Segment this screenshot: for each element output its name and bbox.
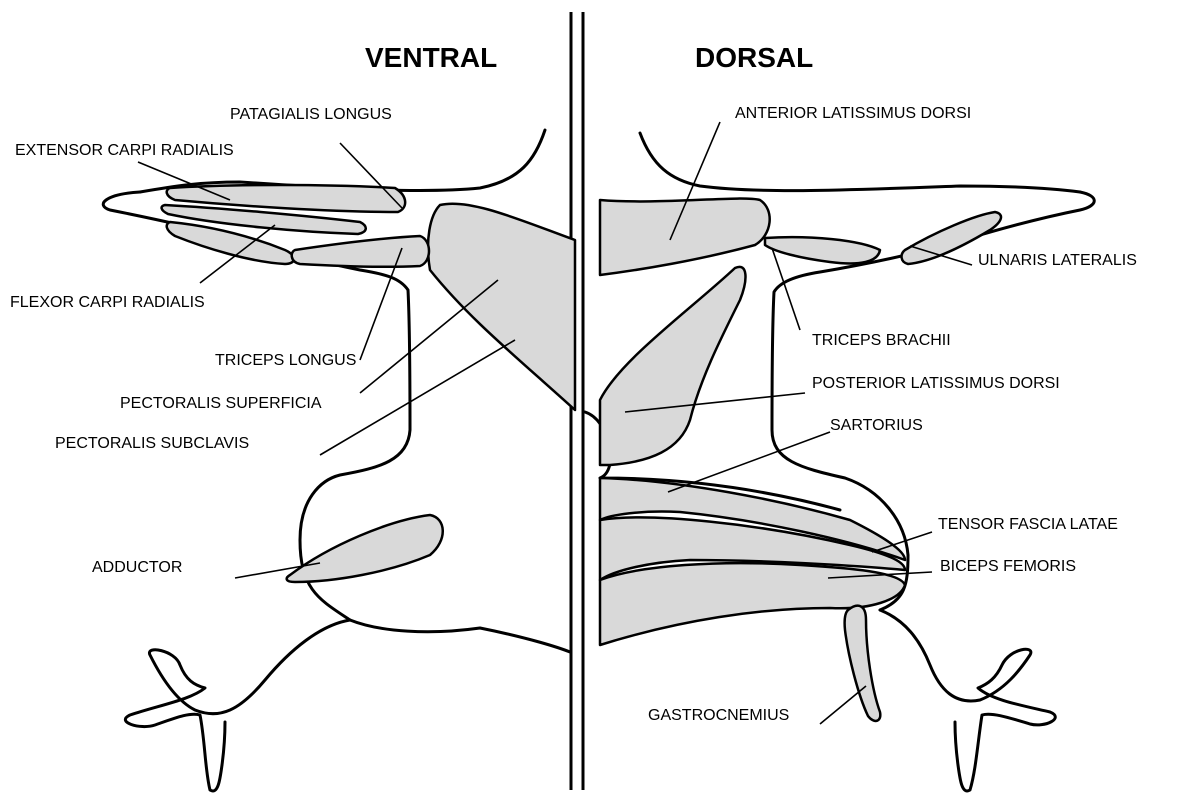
ventral-adductor-muscle: [287, 515, 443, 582]
leader-sartorius: [668, 432, 830, 492]
label-ulnaris-lateralis: ULNARIS LATERALIS: [978, 252, 1137, 269]
ventral-heading: VENTRAL: [365, 42, 497, 73]
label-adductor: ADDUCTOR: [92, 559, 182, 576]
label-biceps-femoris: BICEPS FEMORIS: [940, 558, 1076, 575]
dorsal-head-outline: [640, 133, 1080, 192]
leader-gastrocnemius: [820, 686, 866, 724]
label-triceps-brachii: TRICEPS BRACHII: [812, 332, 951, 349]
dorsal-foot-outline: [880, 610, 1055, 791]
leader-pectoralis-superficia: [360, 280, 498, 393]
ventral-foot-outline: [125, 620, 350, 791]
label-anterior-latissimus-dorsi: ANTERIOR LATISSIMUS DORSI: [735, 105, 971, 122]
ventral-head-outline: [140, 130, 545, 192]
dorsal-triceps-brachii-muscle: [765, 237, 880, 263]
label-gastrocnemius: GASTROCNEMIUS: [648, 707, 789, 724]
dorsal-posterior-latissimus-muscle: [600, 267, 745, 465]
label-patagialis-longus: PATAGIALIS LONGUS: [230, 106, 392, 123]
label-triceps-longus: TRICEPS LONGUS: [215, 352, 356, 369]
ventral-leg-outline: [350, 620, 570, 652]
label-pectoralis-subclavis: PECTORALIS SUBCLAVIS: [55, 435, 249, 452]
label-extensor-carpi-radialis: EXTENSOR CARPI RADIALIS: [15, 142, 234, 159]
dorsal-anterior-latissimus-muscle: [600, 199, 770, 275]
label-flexor-carpi-radialis: FLEXOR CARPI RADIALIS: [10, 294, 205, 311]
label-pectoralis-superficia: PECTORALIS SUPERFICIA: [120, 395, 322, 412]
label-sartorius: SARTORIUS: [830, 417, 923, 434]
dorsal-heading: DORSAL: [695, 42, 813, 73]
label-posterior-latissimus-dorsi: POSTERIOR LATISSIMUS DORSI: [812, 375, 1060, 392]
dorsal-gastrocnemius-muscle: [845, 606, 881, 721]
label-tensor-fascia-latae: TENSOR FASCIA LATAE: [938, 516, 1118, 533]
ventral-triceps-muscle: [292, 236, 429, 267]
